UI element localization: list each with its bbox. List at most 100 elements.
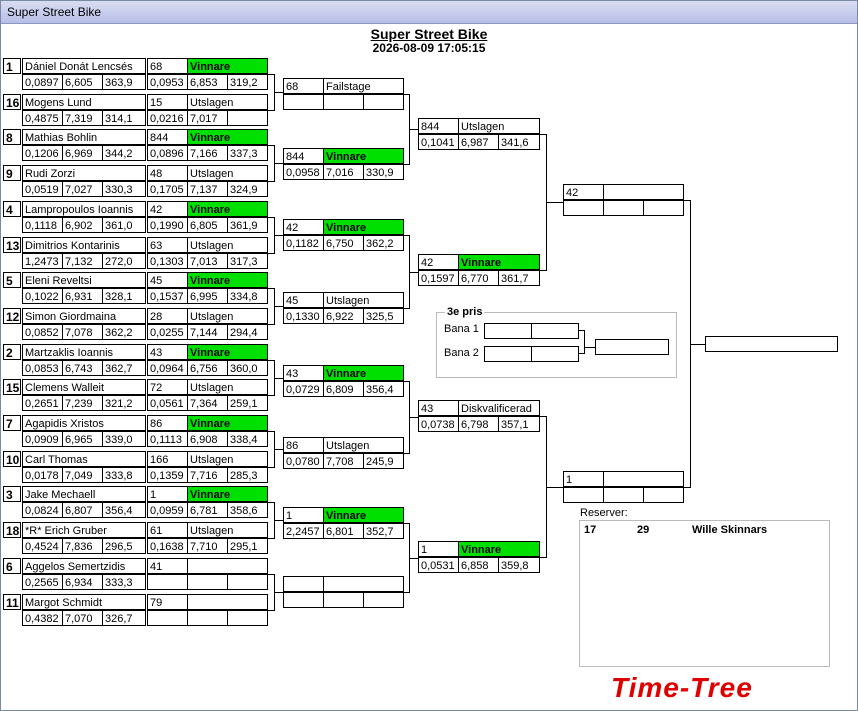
speed [227,574,268,590]
bracket-line [409,272,418,273]
elapsed-time: 6,922 [323,308,364,324]
elapsed-time: 7,144 [187,324,228,340]
speed: 356,4 [102,502,146,518]
reaction-time: 0,1182 [283,235,324,251]
bracket-line [268,145,275,146]
elapsed-time [323,94,364,110]
elapsed-time: 6,987 [458,134,499,150]
reaction-time: 0,0953 [147,74,188,90]
race-number: 43 [418,400,459,416]
speed: 352,7 [363,523,404,539]
speed: 362,7 [102,360,146,376]
bracket-line [268,181,275,182]
speed: 272,0 [102,253,146,269]
speed: 317,3 [227,253,268,269]
reaction-time: 0,0255 [147,324,188,340]
seed-number: 12 [3,308,21,324]
race-number: 844 [283,148,324,164]
winner-status: Vinnare [187,272,268,288]
reaction-time [563,487,604,503]
elapsed-time: 6,805 [187,217,228,233]
lane2-result-field[interactable] [531,346,579,362]
speed: 295,1 [227,538,268,554]
race-number: 43 [283,365,324,381]
status [187,558,268,574]
bracket-line [540,557,547,558]
bracket-line [409,417,418,418]
elapsed-time: 6,858 [458,557,499,573]
bracket-line [404,94,410,95]
rider-name: Clemens Walleit [22,379,146,395]
reaction-time: 0,1638 [147,538,188,554]
bracket-line [268,360,275,361]
status [187,594,268,610]
winner-status: Vinnare [187,486,268,502]
elapsed-time: 7,319 [62,110,103,126]
reserve-number-2: 29 [637,524,650,536]
lane1-result-field[interactable] [531,323,579,339]
elapsed-time: 7,239 [62,395,103,411]
bracket-line [268,610,275,611]
third-place-result[interactable] [595,339,669,355]
elapsed-time: 7,836 [62,538,103,554]
third-place-title: 3e pris [445,306,485,318]
seed-number: 6 [3,558,21,574]
winner-status: Vinnare [187,201,268,217]
bracket-line [540,416,547,417]
status [603,471,684,487]
speed: 259,1 [227,395,268,411]
reaction-time: 0,0964 [147,360,188,376]
bracket-line [268,538,275,539]
speed: 358,6 [227,502,268,518]
bracket-line [268,502,275,503]
speed: 314,1 [102,110,146,126]
race-number: 61 [147,522,188,538]
status: Utslagen [187,165,268,181]
race-number: 79 [147,594,188,610]
seed-number: 15 [3,379,21,395]
speed: 338,4 [227,431,268,447]
bracket-line [268,431,275,432]
rider-name: Aggelos Semertzidis [22,558,146,574]
bracket-line [268,253,275,254]
elapsed-time: 7,016 [323,164,364,180]
reaction-time: 0,4875 [22,110,63,126]
elapsed-time: 6,995 [187,288,228,304]
race-number: 86 [147,415,188,431]
seed-number: 9 [3,165,21,181]
speed: 333,3 [102,574,146,590]
lane1-label: Bana 1 [444,323,479,335]
race-number [283,576,324,592]
race-number: 41 [147,558,188,574]
seed-number: 7 [3,415,21,431]
bracket-line [268,324,275,325]
speed [643,487,684,503]
reaction-time: 0,0519 [22,181,63,197]
speed: 326,7 [102,610,146,626]
speed: 285,3 [227,467,268,483]
reaction-time [147,610,188,626]
race-number: 15 [147,94,188,110]
winner-status: Vinnare [187,129,268,145]
elapsed-time: 7,027 [62,181,103,197]
speed: 361,9 [227,217,268,233]
elapsed-time: 7,364 [187,395,228,411]
bracket-line [684,487,691,488]
seed-number: 8 [3,129,21,145]
reaction-time: 0,0531 [418,557,459,573]
elapsed-time: 6,750 [323,235,364,251]
lane1-number-field[interactable] [484,323,532,339]
rider-name: Dániel Donát Lencsés [22,58,146,74]
status [603,184,684,200]
bracket-line [268,74,275,75]
race-number: 45 [147,272,188,288]
seed-number: 13 [3,237,21,253]
race-number: 166 [147,451,188,467]
speed: 334,8 [227,288,268,304]
race-number: 43 [147,344,188,360]
lane2-label: Bana 2 [444,347,479,359]
lane2-number-field[interactable] [484,346,532,362]
elapsed-time: 6,969 [62,145,103,161]
reaction-time: 0,1118 [22,217,63,233]
final-result-field[interactable] [705,336,838,352]
